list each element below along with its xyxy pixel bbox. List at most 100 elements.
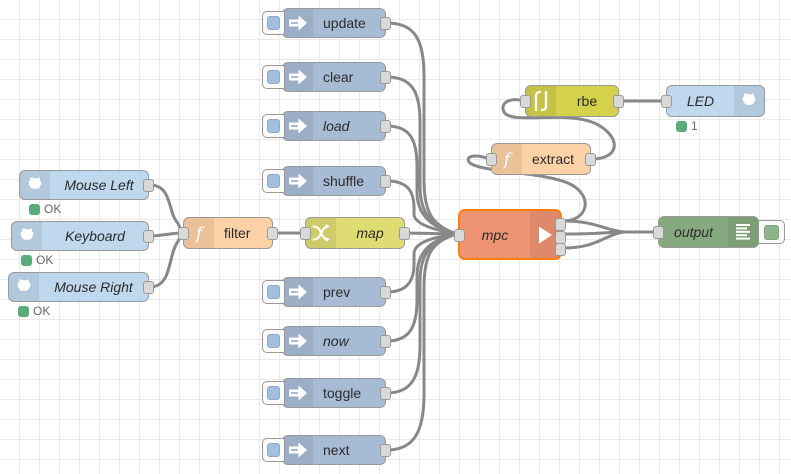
node-status-keyboard: OK [21, 253, 53, 267]
output-port-0[interactable] [380, 387, 391, 400]
node-clear[interactable]: clear [262, 62, 391, 92]
inject-trigger-button[interactable] [262, 11, 285, 35]
node-prev[interactable]: prev [262, 277, 391, 307]
node-mouse-right[interactable]: Mouse Right [8, 272, 154, 302]
status-text: 1 [691, 119, 698, 133]
inject-arrow-icon [283, 436, 313, 464]
output-port-0[interactable] [143, 179, 154, 192]
input-port[interactable] [653, 226, 664, 239]
node-rbe[interactable]: rbe [520, 85, 624, 117]
raspberry-pi-icon [12, 222, 42, 250]
debug-toggle-button[interactable] [758, 220, 785, 244]
node-label: Mouse Left [64, 177, 134, 193]
node-keyboard[interactable]: Keyboard [11, 221, 154, 251]
inject-arrow-icon [283, 278, 313, 306]
inject-arrow-icon [283, 63, 313, 91]
output-port-0[interactable] [399, 227, 410, 240]
node-label: toggle [323, 385, 362, 401]
node-led[interactable]: LED [661, 85, 765, 117]
node-label: rbe [576, 93, 598, 109]
node-map[interactable]: map [300, 217, 410, 249]
output-port-0[interactable] [380, 335, 391, 348]
input-port[interactable] [520, 95, 531, 108]
node-label: LED [686, 93, 715, 109]
inject-trigger-button[interactable] [262, 280, 285, 304]
node-label: mpc [481, 226, 509, 243]
inject-trigger-button[interactable] [262, 438, 285, 462]
status-text: OK [44, 202, 62, 216]
input-port[interactable] [661, 95, 672, 108]
node-label: shuffle [323, 173, 364, 189]
inject-trigger-button[interactable] [262, 65, 285, 89]
inject-button-face [267, 334, 280, 348]
raspberry-pi-icon [9, 273, 39, 301]
output-port-0[interactable] [380, 120, 391, 133]
status-dot [676, 120, 687, 132]
status-text: OK [36, 253, 54, 267]
inject-arrow-icon [283, 379, 313, 407]
output-port-0[interactable] [555, 217, 566, 231]
raspberry-pi-icon [20, 171, 50, 199]
debug-lines-icon [728, 217, 758, 247]
node-mouse-left[interactable]: Mouse Left [19, 170, 154, 200]
status-dot [29, 203, 40, 215]
output-port-1[interactable] [555, 230, 566, 244]
node-label: now [323, 333, 349, 349]
node-label: next [323, 442, 350, 458]
node-label: clear [323, 69, 354, 85]
input-port[interactable] [454, 228, 465, 242]
node-extract[interactable]: f extract [486, 143, 596, 175]
node-label: update [323, 15, 366, 31]
node-update[interactable]: update [262, 8, 391, 38]
output-port-0[interactable] [585, 153, 596, 166]
inject-button-face [267, 174, 280, 188]
output-port-0[interactable] [143, 281, 154, 294]
inject-trigger-button[interactable] [262, 381, 285, 405]
svg-text:f: f [194, 224, 205, 243]
output-port-0[interactable] [380, 175, 391, 188]
node-label: filter [224, 225, 251, 241]
node-filter[interactable]: f filter [178, 217, 278, 249]
output-port-0[interactable] [380, 444, 391, 457]
inject-button-face [267, 70, 280, 84]
input-port[interactable] [300, 227, 311, 240]
node-label: extract [532, 151, 575, 167]
input-port[interactable] [486, 153, 497, 166]
rbe-step-icon [526, 86, 556, 116]
output-port-0[interactable] [267, 227, 278, 240]
inject-button-face [267, 443, 280, 457]
output-port-0[interactable] [380, 71, 391, 84]
node-status-mouse-right: OK [18, 304, 50, 318]
shuffle-icon [306, 218, 336, 248]
function-f-icon: f [492, 144, 522, 174]
node-output[interactable]: output [653, 216, 785, 248]
inject-trigger-button[interactable] [262, 329, 285, 353]
output-port-0[interactable] [380, 286, 391, 299]
inject-trigger-button[interactable] [262, 169, 285, 193]
inject-trigger-button[interactable] [262, 114, 285, 138]
node-label: Keyboard [65, 228, 125, 244]
node-load[interactable]: load [262, 111, 391, 141]
output-port-0[interactable] [143, 230, 154, 243]
node-shuffle[interactable]: shuffle [262, 166, 391, 196]
input-port[interactable] [178, 227, 189, 240]
svg-text:f: f [502, 150, 513, 169]
node-label: load [323, 118, 350, 134]
output-port-2[interactable] [555, 243, 566, 257]
debug-toggle-face [764, 224, 779, 240]
node-toggle[interactable]: toggle [262, 378, 391, 408]
node-next[interactable]: next [262, 435, 391, 465]
node-mpc[interactable]: mpc [454, 209, 566, 260]
output-port-0[interactable] [613, 95, 624, 108]
output-port-0[interactable] [380, 17, 391, 30]
node-now[interactable]: now [262, 326, 391, 356]
inject-button-face [267, 16, 280, 30]
inject-button-face [267, 386, 280, 400]
inject-arrow-icon [283, 327, 313, 355]
status-text: OK [33, 304, 51, 318]
node-status-led: 1 [676, 119, 698, 133]
function-f-icon: f [184, 218, 214, 248]
node-label: map [356, 225, 384, 241]
